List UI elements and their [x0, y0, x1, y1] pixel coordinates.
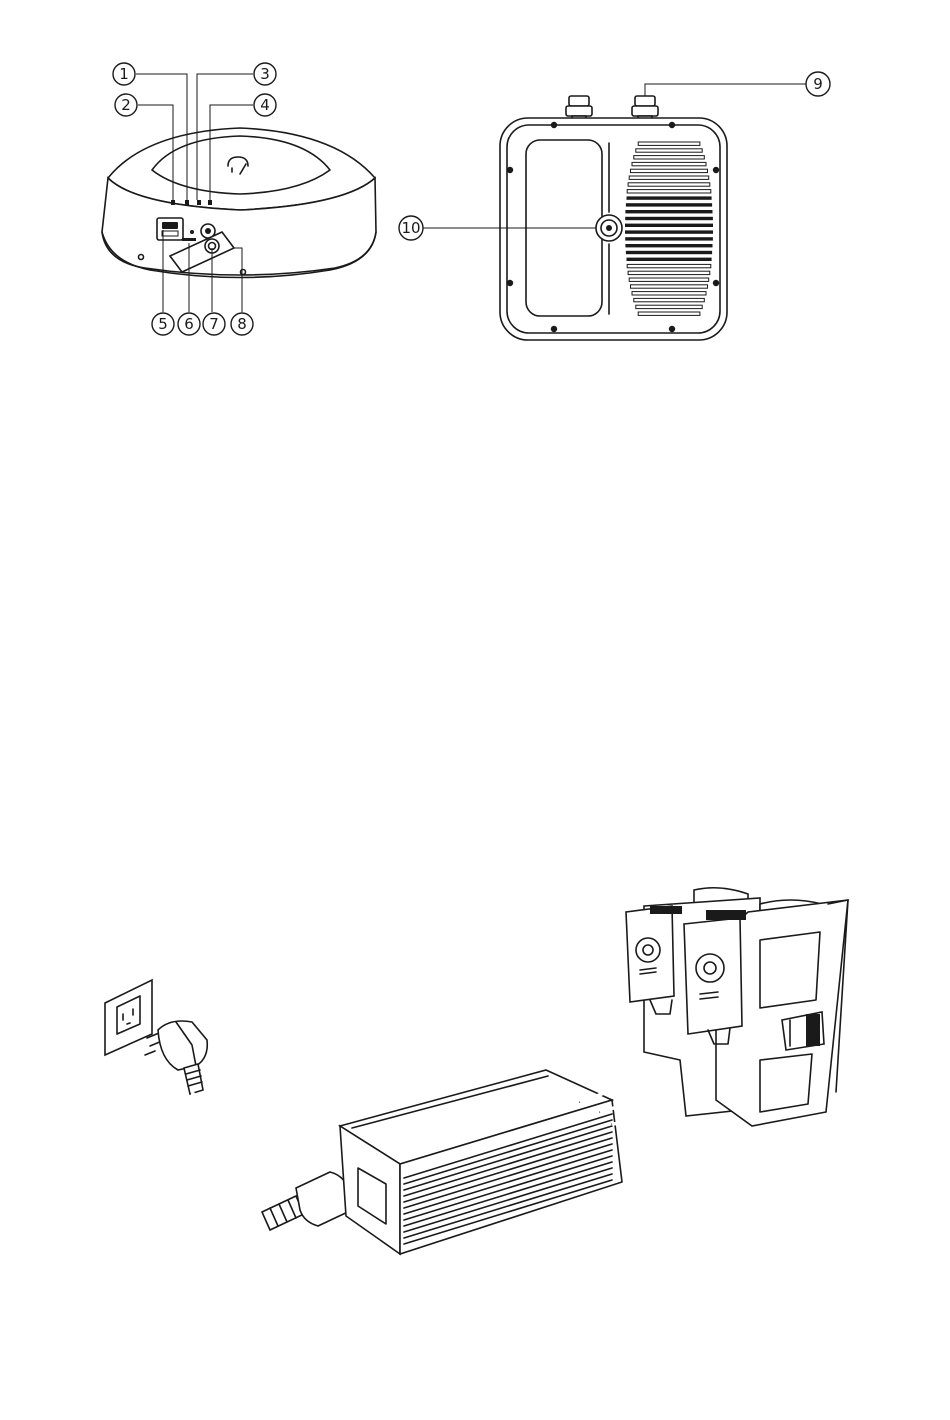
vent-slot [627, 196, 712, 199]
callout-8-label: 8 [237, 315, 247, 333]
power-plug [145, 1021, 207, 1094]
callout-4: 4 [254, 94, 276, 116]
callout-6: 6 [178, 313, 200, 335]
vent-slot [625, 210, 712, 213]
callout-1-label: 1 [119, 65, 129, 83]
vent-slot [626, 203, 712, 206]
vent-slot [625, 224, 713, 227]
power-adapter [340, 1070, 622, 1254]
callout-2: 2 [115, 94, 137, 116]
callout-9-label: 9 [813, 75, 823, 93]
vent-slot [625, 217, 713, 220]
callout-6-label: 6 [184, 315, 194, 333]
vent-slot [625, 244, 712, 247]
callout-8: 8 [231, 313, 253, 335]
vent-slot [625, 237, 713, 240]
vent-slot [627, 258, 712, 261]
vent-slot [626, 251, 712, 254]
callout-7: 7 [203, 313, 225, 335]
callout-7-label: 7 [209, 315, 219, 333]
callout-5: 5 [152, 313, 174, 335]
callout-4-label: 4 [260, 96, 270, 114]
callout-9: 9 [806, 72, 830, 96]
wall-outlet [105, 980, 152, 1055]
mounting-hole [596, 215, 622, 241]
callout-1: 1 [113, 63, 135, 85]
callout-2-label: 2 [121, 96, 131, 114]
vent-slot [625, 230, 713, 233]
callout-3: 3 [254, 63, 276, 85]
callout-5-label: 5 [158, 315, 168, 333]
callout-10: 10 [399, 216, 423, 240]
callout-3-label: 3 [260, 65, 270, 83]
callout-10-label: 10 [401, 219, 420, 237]
charging-setup [105, 888, 848, 1254]
base-station-bottom-view [500, 96, 727, 340]
base-station-front-view [102, 128, 376, 278]
